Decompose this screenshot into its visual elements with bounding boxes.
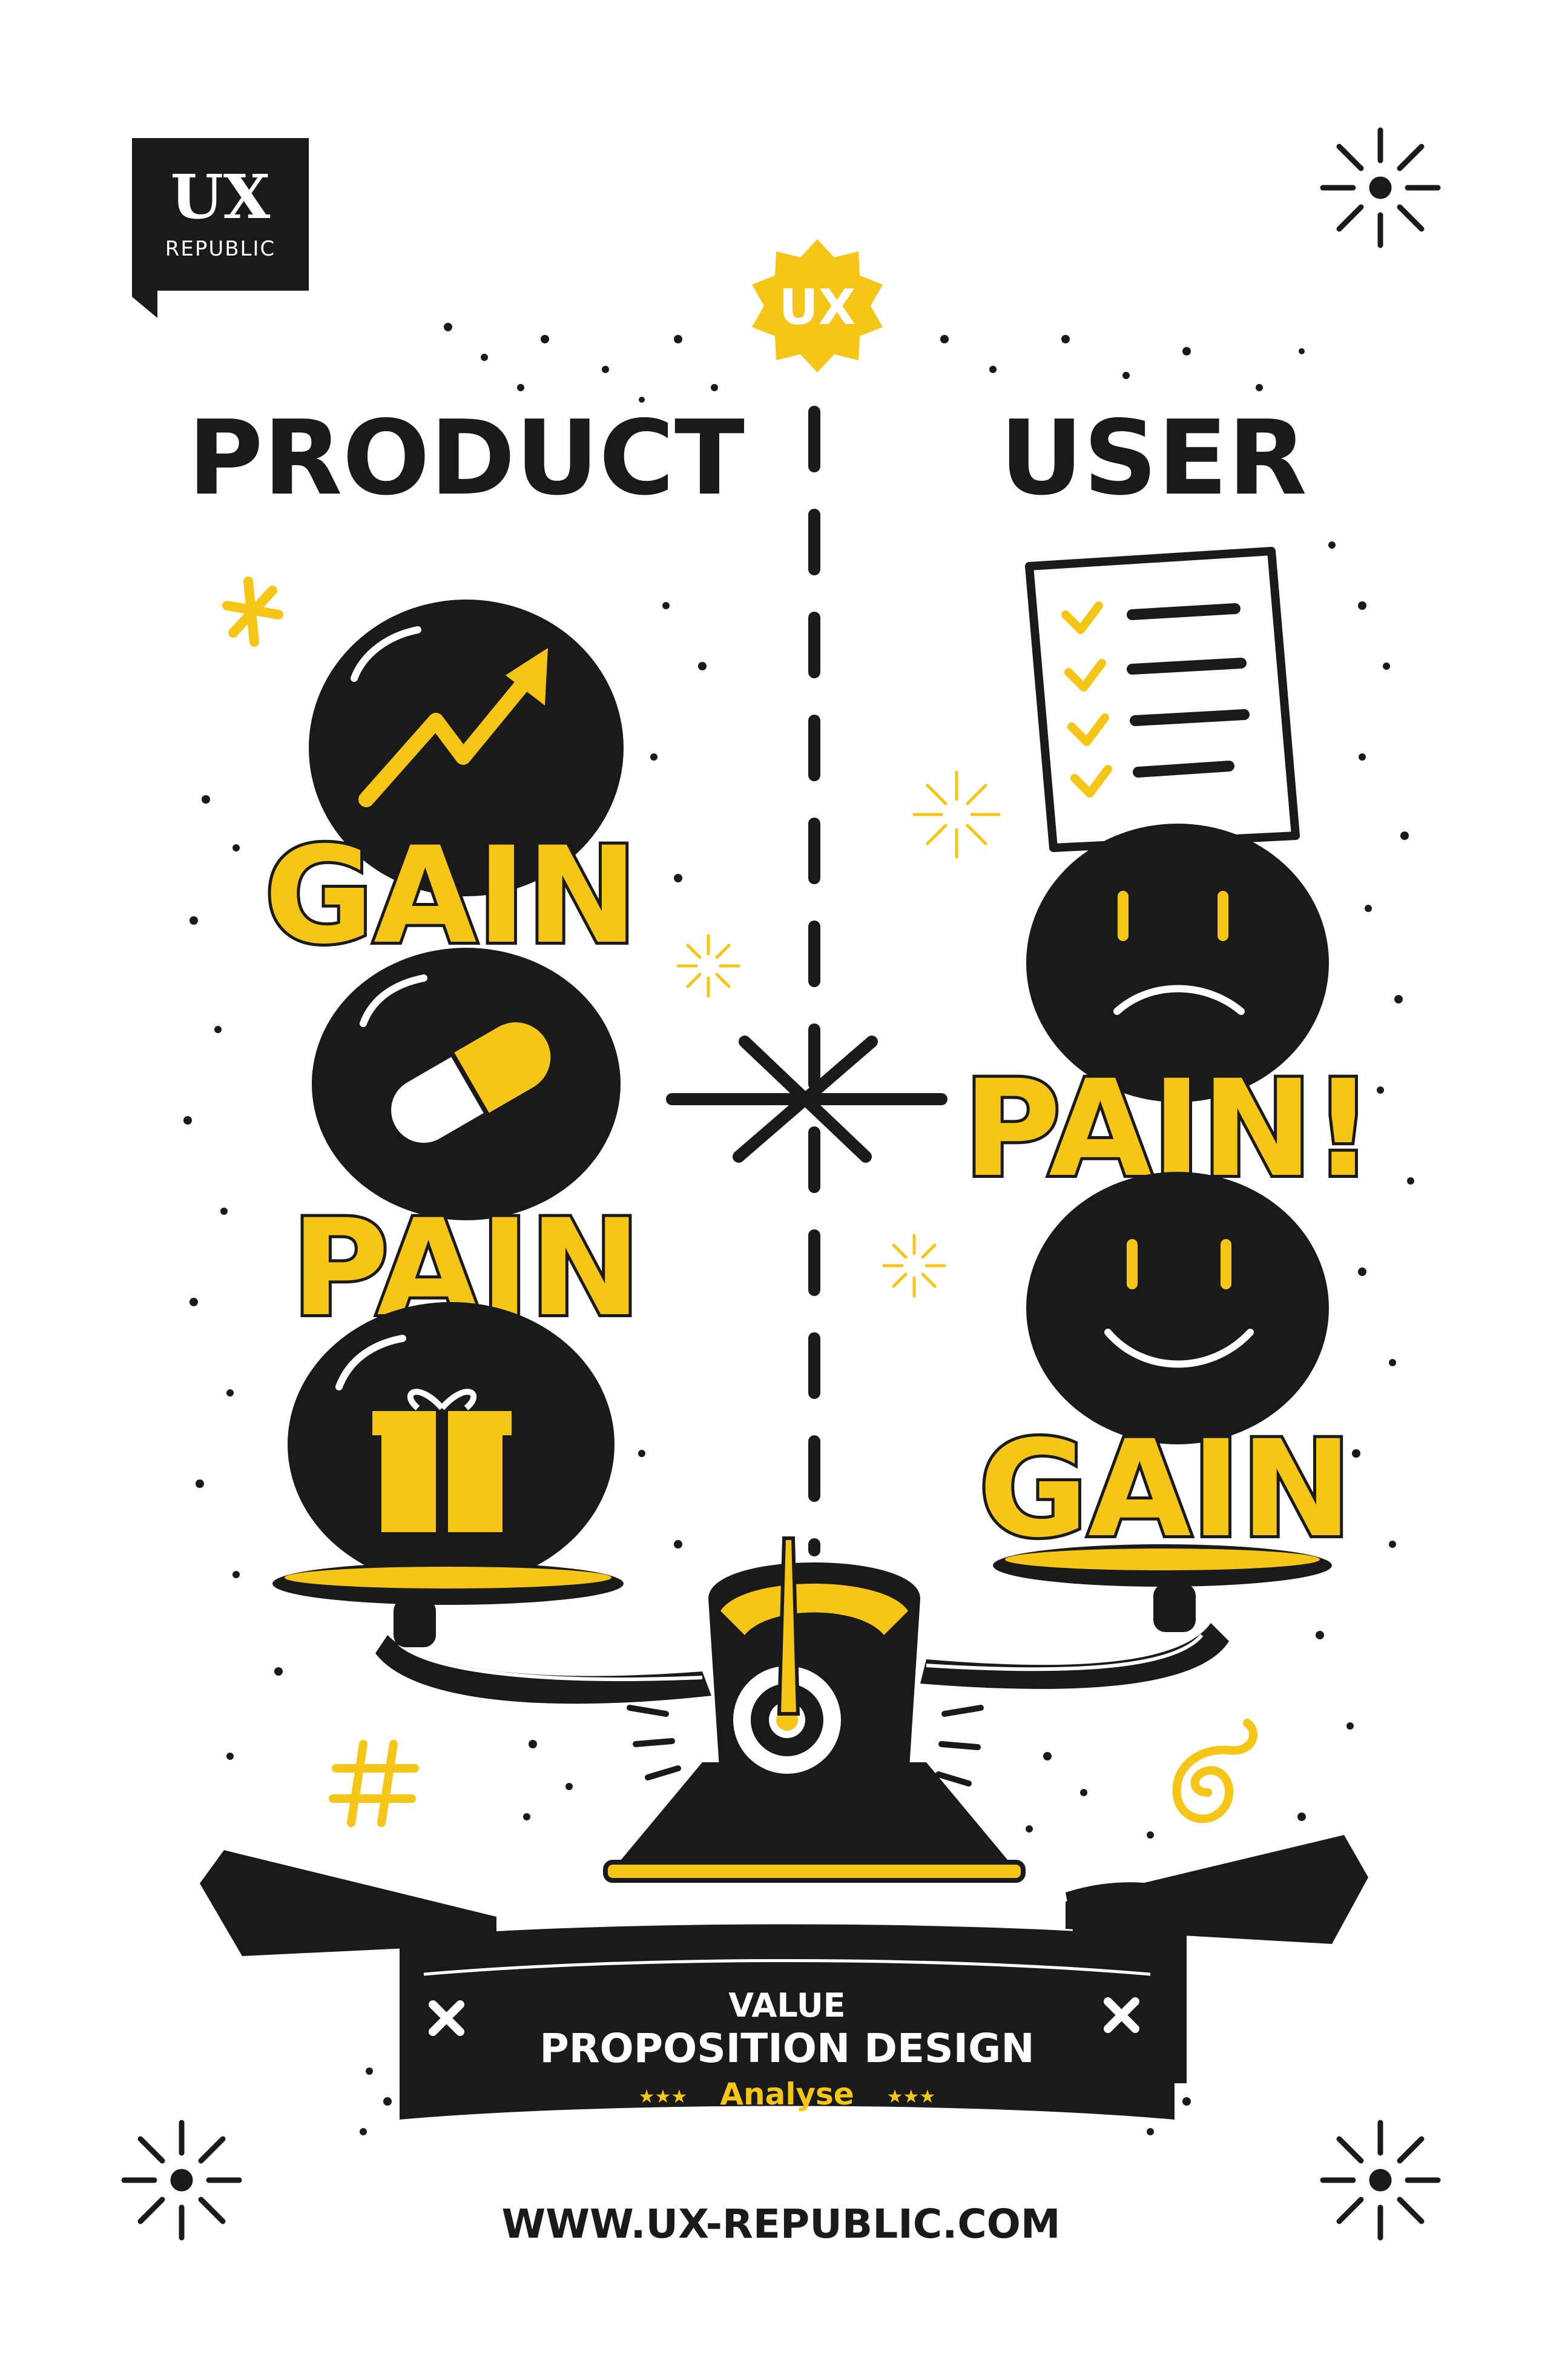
spiral-doodle-icon [1172,1719,1257,1823]
trend-up-arrow-icon [358,648,548,807]
dot-sprinkles [183,323,1414,2135]
product-gift-ball [288,1302,615,1587]
logo-ux-text: UX [171,161,271,233]
sad-face-icon [1026,824,1329,1102]
checklist-icon [1025,547,1300,852]
right-scale-tray [993,1544,1332,1587]
product-gain-ball [309,600,624,896]
user-pain-label: PAIN! [963,1051,1374,1206]
happy-face-icon [1026,1172,1329,1444]
banner-line-value: VALUE [728,1986,845,2025]
gift-icon [372,1389,512,1532]
sparkle-icon [676,770,1001,1298]
banner-subtitle-analyse: Analyse [720,2077,854,2112]
product-pain-ball [312,948,621,1220]
ux-badge-label: UX [779,279,856,336]
left-scale-tray [272,1562,624,1605]
banner-stars-right: ★★★ [887,2086,936,2107]
banner-stars-left: ★★★ [639,2086,688,2107]
scale-icon [375,1536,1229,1883]
center-divider [666,406,947,1556]
product-heading: PRODUCT [188,398,745,518]
hash-doodle-icon [329,1740,419,1827]
ux-badge: UX [752,239,883,372]
banner-line-proposition-design: PROPOSITION DESIGN [539,2025,1034,2072]
footer-url-link[interactable]: WWW.UX-REPUBLIC.COM [501,2201,1060,2247]
burst-icon [121,127,1441,2241]
title-banner: VALUE PROPOSITION DESIGN ★★★ Analyse ★★★ [200,1835,1368,2120]
ux-republic-logo: UX REPUBLIC [132,138,309,318]
user-heading: USER [1000,398,1307,518]
pill-icon [386,1020,553,1148]
logo-republic-text: REPUBLIC [165,237,276,261]
product-gain-label: GAIN [265,818,638,973]
star-doodle-icon [222,577,283,647]
user-gain-label: GAIN [979,1412,1353,1567]
